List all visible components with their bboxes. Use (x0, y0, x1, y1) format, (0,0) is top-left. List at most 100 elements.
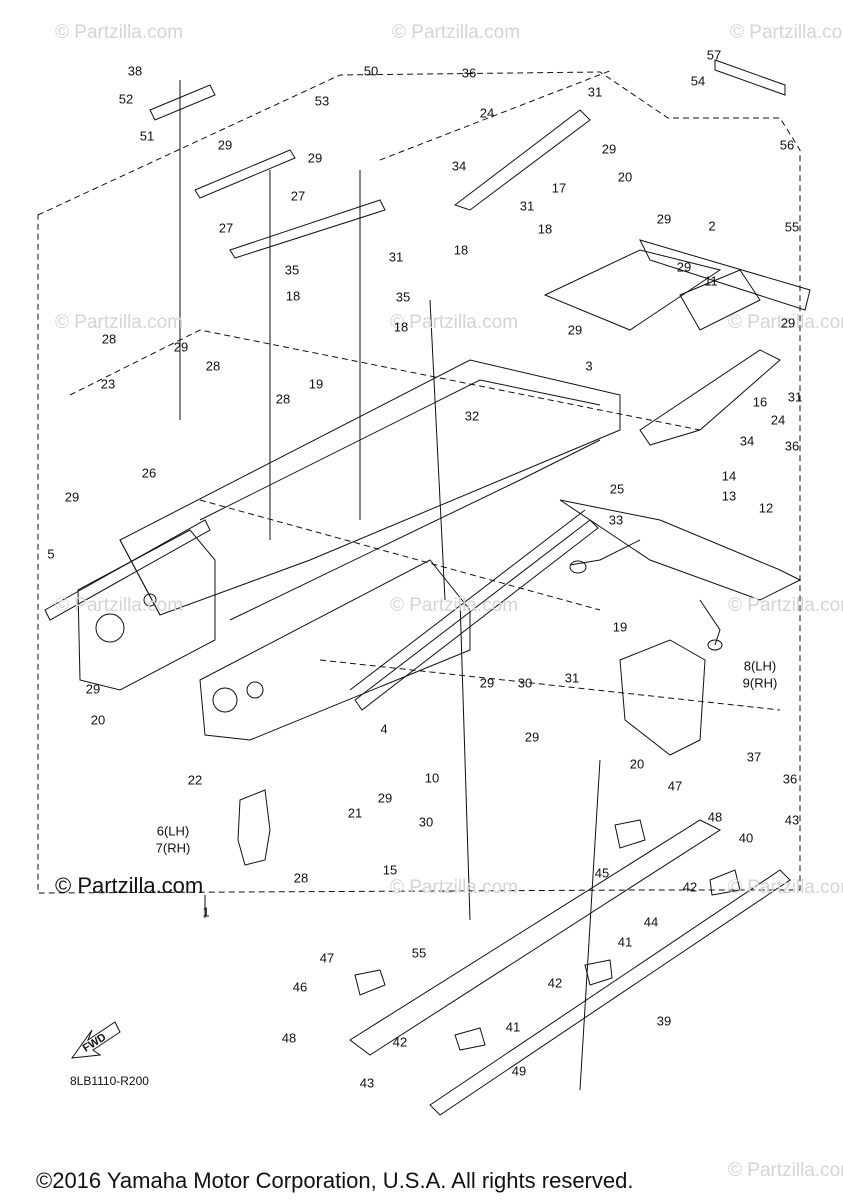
callout-2: 2 (708, 218, 716, 234)
callout-1: 1 (202, 904, 210, 920)
callout-4: 4 (380, 721, 388, 737)
callout-31: 31 (564, 670, 580, 686)
callout-33: 33 (608, 512, 624, 528)
callout-18: 18 (285, 288, 301, 304)
callout-55: 55 (784, 219, 800, 235)
callout-42: 42 (547, 975, 563, 991)
callout-10: 10 (424, 770, 440, 786)
callout-8-lh: 8(LH) (743, 658, 777, 674)
callout-53: 53 (314, 93, 330, 109)
callout-40: 40 (738, 830, 754, 846)
callout-12: 12 (758, 500, 774, 516)
callout-51: 51 (139, 128, 155, 144)
callout-26: 26 (141, 465, 157, 481)
watermark: © Partzilla.com (728, 1160, 843, 1181)
callout-46: 46 (292, 979, 308, 995)
callout-25: 25 (609, 481, 625, 497)
callout-29: 29 (479, 675, 495, 691)
callout-13: 13 (721, 488, 737, 504)
callout-15: 15 (382, 862, 398, 878)
callout-47: 47 (667, 778, 683, 794)
watermark: © Partzilla.com (390, 312, 519, 333)
callout-3: 3 (585, 358, 593, 374)
callout-18: 18 (453, 242, 469, 258)
callout-54: 54 (690, 73, 706, 89)
watermark: © Partzilla.com (392, 22, 521, 43)
callout-34: 34 (451, 158, 467, 174)
callout-32: 32 (464, 408, 480, 424)
callout-31: 31 (388, 249, 404, 265)
callout-29: 29 (567, 322, 583, 338)
callout-22: 22 (187, 772, 203, 788)
watermark: © Partzilla.com (728, 595, 843, 616)
callout-36: 36 (782, 771, 798, 787)
callout-9-rh: 9(RH) (742, 675, 778, 691)
callout-28: 28 (275, 391, 291, 407)
callout-44: 44 (643, 914, 659, 930)
callout-24: 24 (479, 105, 495, 121)
callout-29: 29 (601, 141, 617, 157)
watermark: © Partzilla.com (55, 595, 184, 616)
callout-6-lh: 6(LH) (156, 823, 190, 839)
callout-50: 50 (363, 63, 379, 79)
callout-29: 29 (676, 259, 692, 275)
callout-48: 48 (707, 809, 723, 825)
callout-49: 49 (511, 1063, 527, 1079)
callout-52: 52 (118, 91, 134, 107)
watermark: © Partzilla.com (390, 595, 519, 616)
watermark: © Partzilla.com (728, 877, 843, 898)
callout-29: 29 (217, 137, 233, 153)
watermark: © Partzilla.com (55, 22, 184, 43)
callout-43: 43 (784, 812, 800, 828)
watermark: © Partzilla.com (728, 312, 843, 333)
callout-24: 24 (770, 412, 786, 428)
callout-42: 42 (392, 1034, 408, 1050)
watermark: © Partzilla.com (390, 877, 519, 898)
callout-42: 42 (682, 879, 698, 895)
callout-23: 23 (100, 376, 116, 392)
callout-20: 20 (617, 169, 633, 185)
callout-27: 27 (218, 220, 234, 236)
callout-28: 28 (293, 870, 309, 886)
callout-29: 29 (780, 315, 796, 331)
brand-mark: © Partzilla.com (55, 873, 204, 898)
callout-21: 21 (347, 805, 363, 821)
callout-57: 57 (706, 47, 722, 63)
callout-31: 31 (787, 389, 803, 405)
callout-30: 30 (517, 675, 533, 691)
callout-35: 35 (395, 289, 411, 305)
callout-7-rh: 7(RH) (155, 840, 191, 856)
callout-29: 29 (377, 790, 393, 806)
callout-56: 56 (779, 137, 795, 153)
callout-29: 29 (85, 681, 101, 697)
callout-11: 11 (704, 273, 718, 289)
callout-35: 35 (284, 262, 300, 278)
callout-28: 28 (101, 331, 117, 347)
callout-20: 20 (90, 712, 106, 728)
callout-5: 5 (47, 546, 55, 562)
callout-29: 29 (64, 489, 80, 505)
callout-37: 37 (746, 749, 762, 765)
callout-18: 18 (537, 221, 553, 237)
callout-16: 16 (752, 394, 768, 410)
callout-29: 29 (307, 150, 323, 166)
callout-19: 19 (612, 619, 628, 635)
callout-34: 34 (739, 433, 755, 449)
callout-38: 38 (127, 63, 143, 79)
callout-31: 31 (519, 198, 535, 214)
callout-29: 29 (524, 729, 540, 745)
callout-18: 18 (393, 319, 409, 335)
callout-20: 20 (629, 756, 645, 772)
callout-41: 41 (505, 1019, 521, 1035)
callout-39: 39 (656, 1013, 672, 1029)
callout-27: 27 (290, 188, 306, 204)
callout-45: 45 (594, 865, 610, 881)
copyright-notice: ©2016 Yamaha Motor Corporation, U.S.A. A… (36, 1168, 634, 1193)
callout-17: 17 (551, 180, 567, 196)
callout-36: 36 (461, 65, 477, 81)
callout-28: 28 (205, 358, 221, 374)
callout-31: 31 (587, 84, 603, 100)
callout-55: 55 (411, 945, 427, 961)
callout-47: 47 (319, 950, 335, 966)
